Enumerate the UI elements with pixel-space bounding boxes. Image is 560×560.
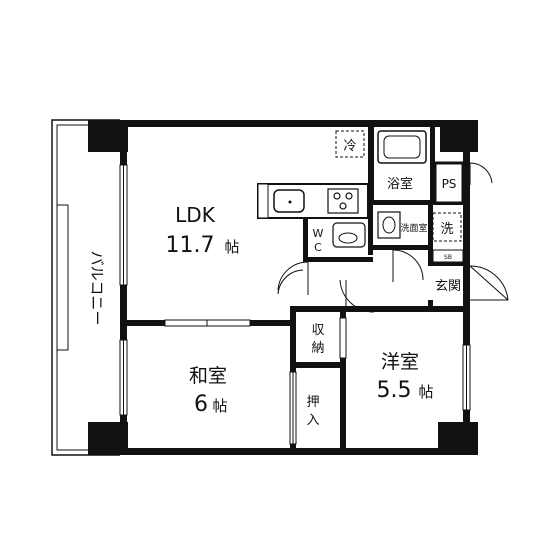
youshitsu-size: 5.5: [377, 378, 412, 403]
fridge-space: [335, 130, 365, 158]
washitsu-size: 6: [194, 392, 208, 417]
washroom-label: 洗面室: [400, 222, 427, 234]
shoebox-label: SB: [444, 254, 452, 261]
washer-space: [432, 212, 462, 242]
closet-label-bottom: 入: [306, 413, 319, 428]
youshitsu-unit: 帖: [418, 383, 433, 401]
storage-label-top: 収: [311, 323, 324, 338]
ldk-name: LDK: [175, 203, 216, 227]
bath-label: 浴室: [387, 176, 413, 192]
ps-label: PS: [442, 177, 457, 191]
balcony: [51, 119, 120, 456]
entrance-label: 玄関: [435, 279, 461, 294]
youshitsu-name: 洋室: [381, 351, 419, 373]
ldk-size: 11.7: [166, 233, 215, 258]
washitsu-unit: 帖: [212, 397, 227, 415]
left-windows: [119, 164, 128, 416]
right-window: [462, 344, 471, 411]
shoebox: [432, 249, 464, 263]
washitsu-label: 和室 6 帖: [189, 365, 228, 417]
closet-label-top: 押: [306, 395, 319, 410]
wc-label-w: W: [313, 227, 324, 240]
wc-label-c: C: [314, 241, 322, 254]
bathtub: [377, 130, 427, 164]
washitsu-name: 和室: [189, 365, 227, 387]
fridge-label: 冷: [343, 139, 356, 154]
washer-label: 洗: [440, 222, 453, 237]
toilet: [332, 222, 366, 248]
kitchen-counter: [257, 183, 369, 219]
balcony-label: バルコニー: [88, 251, 106, 326]
storage-label-bottom: 納: [311, 341, 324, 356]
wash-basin: [377, 211, 401, 239]
ldk-unit: 帖: [224, 238, 239, 256]
youshitsu-label: 洋室 5.5 帖: [377, 351, 434, 403]
ldk-label: LDK 11.7 帖: [166, 203, 240, 258]
outer-walls: [88, 120, 478, 455]
doors: [277, 162, 509, 313]
